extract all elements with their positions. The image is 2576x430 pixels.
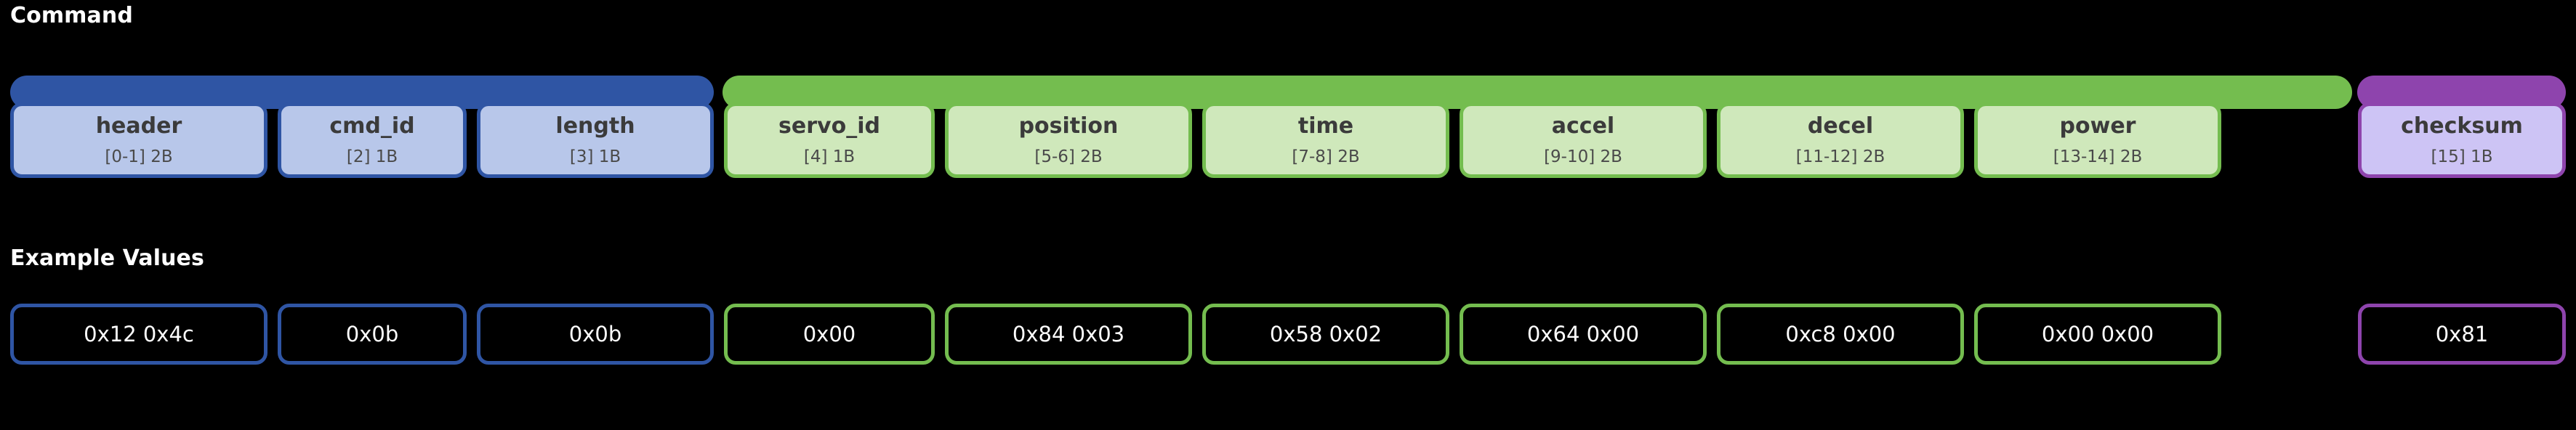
field-range-label: [9-10] 2B [1544,147,1622,166]
field-name-label: power [2059,113,2136,139]
field-cell-power[interactable]: power [13-14] 2B [1974,102,2221,178]
field-name-label: position [1018,113,1119,139]
value-cell-decel[interactable]: 0xc8 0x00 [1717,304,1964,365]
field-name-label: decel [1807,113,1874,139]
value-text: 0x12 0x4c [84,321,194,346]
value-text: 0x84 0x03 [1012,321,1125,346]
field-name-label: header [95,113,182,139]
field-cell-header[interactable]: header [0-1] 2B [10,102,267,178]
field-range-label: [15] 1B [2431,147,2493,166]
field-range-label: [13-14] 2B [2053,147,2143,166]
field-range-label: [11-12] 2B [1795,147,1885,166]
field-range-label: [3] 1B [569,147,621,166]
field-cells-row: header [0-1] 2B cmd_id [2] 1B length [3] 1B se… [0,102,2576,178]
value-cell-header[interactable]: 0x12 0x4c [10,304,267,365]
value-text: 0xc8 0x00 [1785,321,1896,346]
field-name-label: accel [1551,113,1615,139]
example-values-section-title: Example Values [10,246,204,271]
command-section-title: Command [10,3,133,28]
value-cell-cmd_id[interactable]: 0x0b [278,304,467,365]
field-cell-length[interactable]: length [3] 1B [477,102,714,178]
field-cell-checksum[interactable]: checksum [15] 1B [2358,102,2566,178]
field-name-label: checksum [2401,113,2523,139]
example-values-row: 0x12 0x4c 0x0b 0x0b 0x00 0x84 0x03 0x58 0x02 0… [0,304,2576,365]
field-range-label: [2] 1B [346,147,398,166]
field-cell-time[interactable]: time [7-8] 2B [1202,102,1449,178]
field-name-label: length [555,113,635,139]
field-cell-accel[interactable]: accel [9-10] 2B [1460,102,1707,178]
field-name-label: servo_id [778,113,880,139]
field-name-label: cmd_id [329,113,415,139]
value-text: 0x0b [345,321,399,346]
value-text: 0x64 0x00 [1526,321,1640,346]
field-range-label: [7-8] 2B [1292,147,1360,166]
value-cell-position[interactable]: 0x84 0x03 [945,304,1192,365]
value-text: 0x81 [2435,321,2489,346]
value-cell-power[interactable]: 0x00 0x00 [1974,304,2221,365]
field-cell-cmd_id[interactable]: cmd_id [2] 1B [278,102,467,178]
value-cell-length[interactable]: 0x0b [477,304,714,365]
value-text: 0x00 0x00 [2041,321,2154,346]
value-cell-accel[interactable]: 0x64 0x00 [1460,304,1707,365]
value-cell-checksum[interactable]: 0x81 [2358,304,2566,365]
field-range-label: [5-6] 2B [1034,147,1103,166]
field-cell-position[interactable]: position [5-6] 2B [945,102,1192,178]
field-range-label: [4] 1B [803,147,856,166]
value-text: 0x00 [802,321,856,346]
field-cell-servo_id[interactable]: servo_id [4] 1B [724,102,935,178]
value-text: 0x0b [568,321,622,346]
value-text: 0x58 0x02 [1269,321,1382,346]
field-name-label: time [1297,113,1354,139]
value-cell-time[interactable]: 0x58 0x02 [1202,304,1449,365]
value-cell-servo_id[interactable]: 0x00 [724,304,935,365]
field-range-label: [0-1] 2B [105,147,173,166]
field-cell-decel[interactable]: decel [11-12] 2B [1717,102,1964,178]
